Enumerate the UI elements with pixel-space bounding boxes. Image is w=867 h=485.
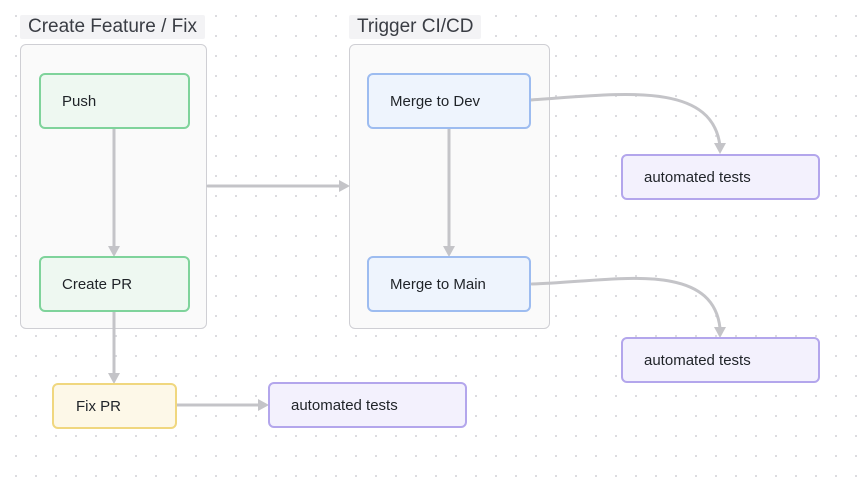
node-automated-tests-fix-label: automated tests bbox=[291, 396, 398, 414]
node-create-pr[interactable]: Create PR bbox=[39, 256, 190, 312]
node-merge-to-main-label: Merge to Main bbox=[390, 275, 486, 293]
node-fix-pr[interactable]: Fix PR bbox=[52, 383, 177, 429]
node-fix-pr-label: Fix PR bbox=[76, 397, 121, 415]
arrowhead-merge-main bbox=[443, 246, 455, 257]
node-merge-to-dev-label: Merge to Dev bbox=[390, 92, 481, 110]
node-push-label: Push bbox=[62, 92, 97, 110]
group-create-feature-label: Create Feature / Fix bbox=[20, 15, 205, 39]
node-merge-to-dev[interactable]: Merge to Dev bbox=[367, 73, 531, 129]
node-automated-tests-main[interactable]: automated tests bbox=[621, 337, 820, 383]
group-trigger-cicd-label: Trigger CI/CD bbox=[349, 15, 482, 39]
edge-merge-dev-to-tests bbox=[528, 93, 722, 148]
node-automated-tests-dev[interactable]: automated tests bbox=[621, 154, 820, 200]
node-create-pr-label: Create PR bbox=[62, 275, 133, 293]
arrowhead-create-pr bbox=[108, 246, 120, 257]
node-merge-to-main[interactable]: Merge to Main bbox=[367, 256, 531, 312]
arrowhead-fix-pr bbox=[108, 373, 120, 384]
arrowhead-tests-fix bbox=[258, 399, 269, 411]
arrowhead-tests-dev bbox=[714, 143, 726, 154]
node-automated-tests-dev-label: automated tests bbox=[644, 168, 751, 186]
node-automated-tests-main-label: automated tests bbox=[644, 351, 751, 369]
node-push[interactable]: Push bbox=[39, 73, 190, 129]
edge-merge-main-to-tests bbox=[530, 276, 722, 330]
node-automated-tests-fix[interactable]: automated tests bbox=[268, 382, 467, 428]
arrowhead-cicd-group bbox=[339, 180, 350, 192]
arrowhead-tests-main bbox=[714, 327, 726, 338]
